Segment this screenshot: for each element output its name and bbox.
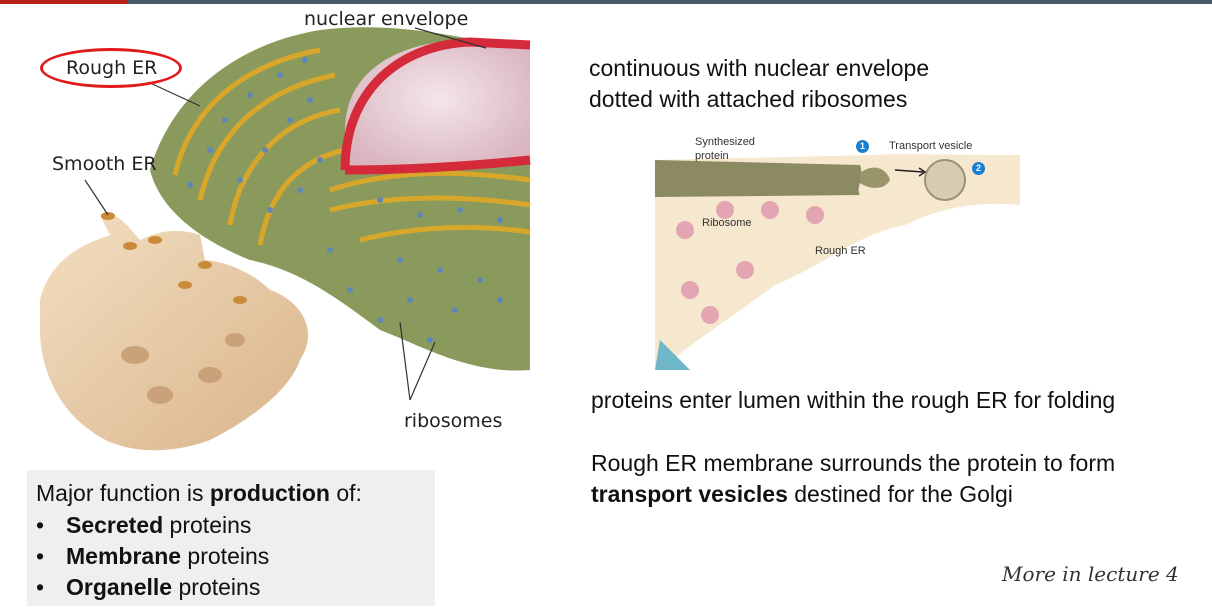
- synthesized-protein-label-1: Synthesized: [695, 136, 755, 148]
- step-2-badge: 2: [972, 162, 985, 175]
- function-list: •Secreted proteins •Membrane proteins •O…: [36, 510, 269, 603]
- function-title: Major function is production of:: [36, 480, 362, 506]
- synthesized-protein-label-2: protein: [695, 150, 729, 162]
- ribosomes-label: ribosomes: [404, 410, 503, 432]
- function-box: Major function is production of: •Secret…: [27, 470, 435, 606]
- er-illustration: [40, 27, 531, 451]
- rough-er-small-label: Rough ER: [815, 245, 866, 257]
- text-line-vesicles: transport vesicles destined for the Golg…: [591, 481, 1013, 507]
- rough-er-highlight-oval: [40, 48, 182, 88]
- list-item: •Membrane proteins: [36, 543, 270, 569]
- text-line-lumen: proteins enter lumen within the rough ER…: [591, 387, 1116, 413]
- text-line-membrane: Rough ER membrane surrounds the protein …: [591, 450, 1116, 476]
- transport-vesicle-label: Transport vesicle: [889, 140, 973, 152]
- transport-vesicle-illustration: [655, 154, 1020, 370]
- list-item: •Organelle proteins: [36, 574, 261, 600]
- rough-er-label: Rough ER: [66, 57, 158, 79]
- nuclear-envelope-label: nuclear envelope: [304, 8, 469, 30]
- step-1-badge: 1: [856, 140, 869, 153]
- smooth-er-label: Smooth ER: [52, 153, 157, 175]
- top-bar-accent: [0, 0, 128, 4]
- top-bar: [0, 0, 1212, 4]
- text-line-continuous: continuous with nuclear envelope: [589, 55, 930, 81]
- ribosome-label: Ribosome: [702, 217, 752, 229]
- list-item: •Secreted proteins: [36, 512, 252, 538]
- more-in-lecture-note: More in lecture 4: [1002, 562, 1179, 586]
- text-line-dotted: dotted with attached ribosomes: [589, 86, 908, 112]
